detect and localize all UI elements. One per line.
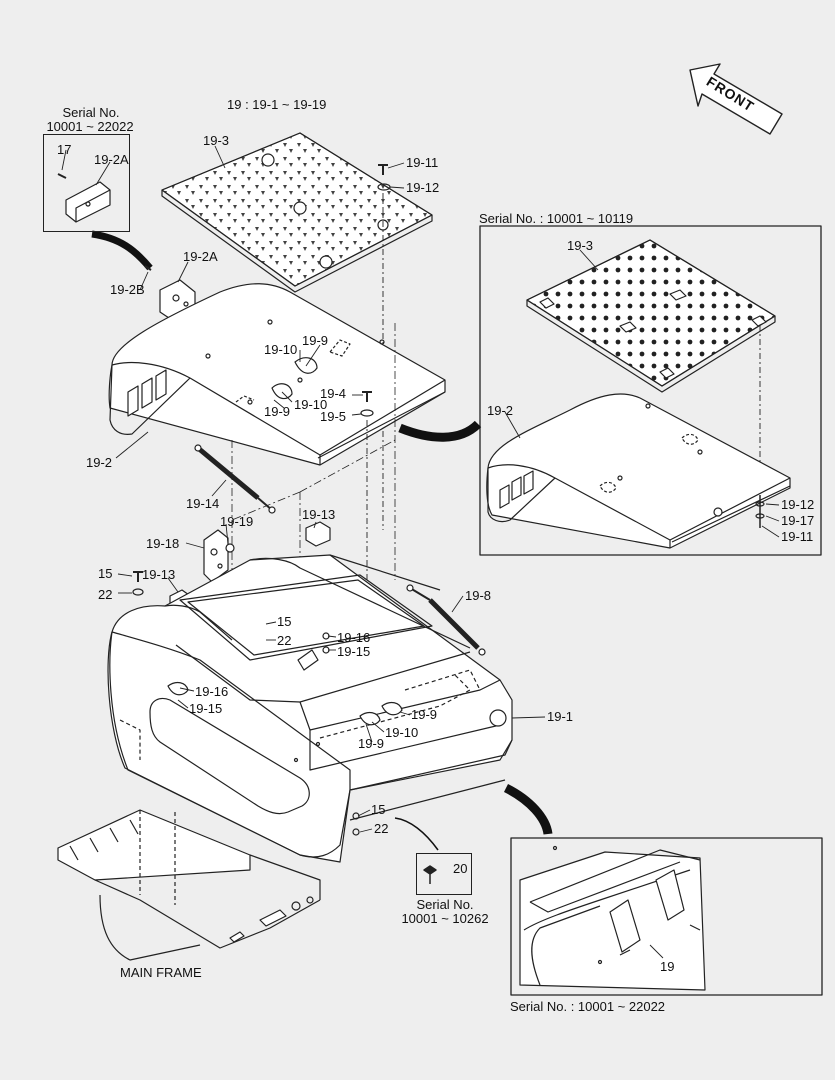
part-label-l10: 19-4	[320, 386, 347, 401]
part-label-l33: 15	[371, 802, 386, 817]
part-label-l1: 17	[57, 142, 72, 157]
diagram-title: 19 : 19-1 ~ 19-19	[227, 97, 327, 112]
part-label-l8: 19-9	[302, 333, 329, 348]
part-label-l34: 22	[374, 821, 389, 836]
part-label-l26: 19-15	[337, 644, 371, 659]
part-label-l7: 19-12	[406, 180, 440, 195]
part-label-l23: 15	[277, 614, 292, 629]
part-label-l38: 19-17	[781, 513, 815, 528]
part-label-l36: 19-2	[487, 403, 514, 418]
inset-cover-lid	[486, 393, 791, 549]
part-label-l25: 19-16	[337, 630, 371, 645]
gas-spring-19-14	[194, 444, 276, 514]
part-label-l17: 19-19	[220, 514, 254, 529]
part-label-l13: 19-5	[320, 409, 347, 424]
inset-bottom-right-part-label: 19	[660, 959, 675, 974]
part-label-l35: 19-3	[567, 238, 594, 253]
main-frame-label: MAIN FRAME	[120, 965, 202, 980]
floor-mat-19-3	[161, 132, 433, 293]
part-label-l24: 22	[277, 633, 292, 648]
part-label-l29: 19-1	[547, 709, 574, 724]
inset-small-serial-range: 10001 ~ 10262	[401, 911, 489, 926]
inset-bracket-part	[57, 173, 111, 223]
cover-lid-19-2	[108, 283, 446, 466]
inset-bottom-right-serial: Serial No. : 10001 ~ 22022	[510, 999, 666, 1014]
inset-right-serial: Serial No. : 10001 ~ 10119	[479, 211, 634, 226]
part-label-l16: 19-13	[302, 507, 336, 522]
part-label-l2: 19-2A	[94, 152, 129, 167]
gas-spring-19-8	[406, 584, 486, 656]
part-label-l37: 19-12	[781, 497, 815, 512]
part-label-l4: 19-2B	[110, 282, 145, 297]
front-arrow-icon	[689, 63, 783, 135]
part-label-l18: 19-18	[146, 536, 180, 551]
inset-top-left-box	[43, 134, 130, 232]
connector-arrow-right	[398, 420, 482, 442]
part-label-l6: 19-11	[406, 155, 439, 170]
part-label-l32: 19-9	[358, 736, 385, 751]
part-label-l11: 19-10	[294, 397, 328, 412]
part-label-l15: 19-14	[186, 496, 220, 511]
main-frame	[57, 809, 321, 961]
part-label-l20: 19-13	[142, 567, 176, 582]
connector-arrow	[91, 230, 153, 271]
part-label-l21: 22	[98, 587, 113, 602]
inset-top-left-serial-heading: Serial No.	[62, 105, 120, 120]
housing-19-1	[107, 554, 513, 863]
connector-arrow-bottom	[503, 783, 553, 835]
inset-small-serial-heading: Serial No.	[416, 897, 474, 912]
part-label-l5: 19-3	[203, 133, 230, 148]
part-label-l39: 19-11	[781, 529, 814, 544]
inset-cover-detail	[519, 845, 706, 991]
part-label-l9: 19-10	[264, 342, 298, 357]
inset-small-part-label: 20	[453, 861, 468, 876]
inset-top-left-serial-range: 10001 ~ 22022	[46, 119, 134, 134]
part-label-l31: 19-10	[385, 725, 419, 740]
part-label-l3: 19-2A	[183, 249, 218, 264]
latch-19-18	[203, 529, 235, 583]
part-label-l14: 19-2	[86, 455, 113, 470]
inset-small-box	[416, 853, 472, 895]
part-label-l27: 19-16	[195, 684, 229, 699]
part-label-l19: 15	[98, 566, 113, 581]
part-label-l28: 19-15	[189, 701, 223, 716]
part-label-l22: 19-8	[465, 588, 492, 603]
part-label-l30: 19-9	[411, 707, 438, 722]
part-label-l12: 19-9	[264, 404, 291, 419]
front-direction-indicator: FRONT	[686, 60, 786, 140]
inset-floor-mat	[526, 239, 776, 470]
